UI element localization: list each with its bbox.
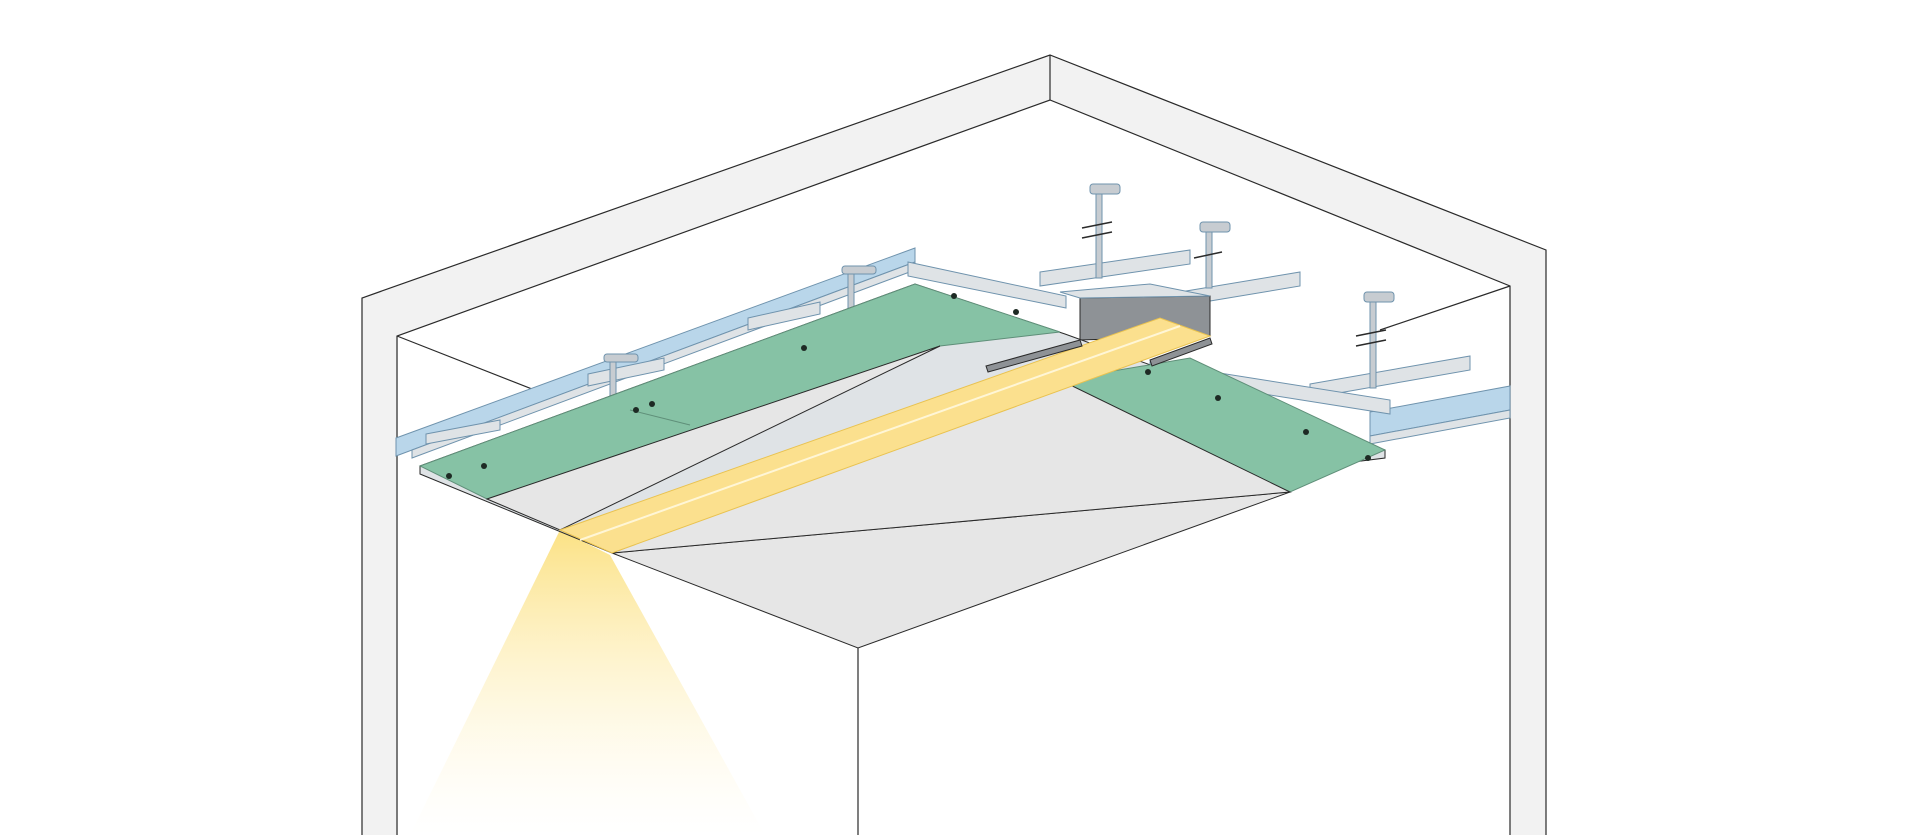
- furring-channel-5: [1039, 249, 1191, 287]
- screw: [1215, 395, 1221, 401]
- furring-channel-4: [907, 261, 1067, 309]
- right-wall-edge: [1510, 286, 1546, 835]
- hanger-3-plate: [1089, 183, 1121, 195]
- board-green-left: [418, 283, 1061, 500]
- room-walls: [361, 54, 1547, 835]
- hanger-4-plate: [1199, 221, 1231, 233]
- led-strip: [558, 317, 1212, 554]
- hanger-5-clip-a: [1355, 329, 1387, 337]
- led-strip-highlight: [579, 325, 1181, 541]
- furring-channel-3: [747, 301, 821, 331]
- suspended-ceiling-frame-icon: [395, 247, 1511, 459]
- hanger-bracket-icon: [603, 183, 1395, 397]
- led-channel-vent-right: [1149, 337, 1213, 367]
- hanger-2-plate: [841, 265, 877, 275]
- screw: [801, 345, 807, 351]
- right-wall-top-face: [1050, 55, 1546, 286]
- screw: [633, 407, 639, 413]
- hanger-5-plate: [1363, 291, 1395, 303]
- light-beam-icon: [410, 530, 765, 835]
- screw: [1303, 429, 1309, 435]
- board-grey-left: [485, 345, 941, 531]
- furring-channel-1: [425, 419, 501, 445]
- screw-fasteners: [446, 293, 1371, 479]
- left-wall-top-face: [362, 55, 1050, 336]
- hanger-4-rod: [1205, 225, 1213, 289]
- hanger-3: [1081, 183, 1121, 279]
- led-channel-housing-top: [1059, 283, 1211, 299]
- hanger-3-clip-a: [1081, 221, 1113, 229]
- screw: [951, 293, 957, 299]
- hanger-3-clip-b: [1081, 231, 1113, 239]
- hanger-1: [603, 353, 639, 397]
- hanger-4-clip: [1193, 251, 1223, 259]
- screw: [481, 463, 487, 469]
- hanger-2: [841, 265, 877, 313]
- hanger-4: [1193, 221, 1231, 289]
- screw: [1365, 455, 1371, 461]
- right-wall-ceiling-line: [1379, 285, 1511, 331]
- screw: [1013, 309, 1019, 315]
- screw: [446, 473, 452, 479]
- led-channel-vent-left: [985, 339, 1083, 373]
- screw: [1145, 369, 1151, 375]
- furring-channel-2: [587, 357, 665, 387]
- led-light-channel-icon: [558, 317, 1213, 554]
- hanger-5-clip-b: [1355, 339, 1387, 347]
- hanger-3-rod: [1095, 185, 1103, 279]
- hanger-2-rod: [847, 269, 855, 313]
- hanger-1-plate: [603, 353, 639, 363]
- hanger-5: [1355, 291, 1395, 389]
- main-channel-right-inner: [1369, 409, 1511, 445]
- board-joint-line: [629, 409, 691, 426]
- left-wall-edge: [362, 336, 398, 835]
- screw: [649, 401, 655, 407]
